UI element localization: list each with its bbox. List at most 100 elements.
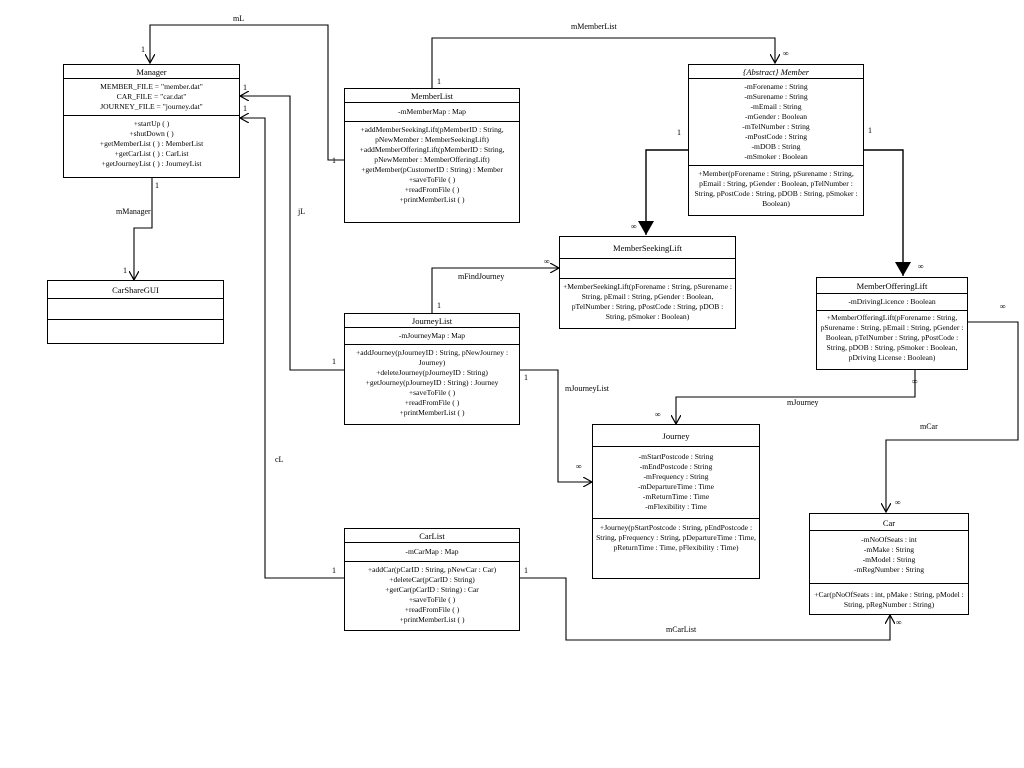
method: +Journey(pStartPostcode : String, pEndPo… — [596, 523, 756, 552]
class-carlist: CarList -mCarMap : Map +addCar(pCarID : … — [344, 528, 520, 631]
line-mcarlist — [520, 577, 890, 641]
class-name: JourneyList — [345, 314, 519, 328]
attribute: -mFrequency : String — [643, 472, 709, 481]
attribute: JOURNEY_FILE = "journey.dat" — [100, 102, 203, 111]
method: +addMemberOfferingLift(pMemberID : Strin… — [359, 145, 505, 164]
mult-many: ∞ — [576, 462, 582, 471]
method: +getCarList ( ) : CarList — [114, 149, 189, 158]
mult-many: ∞ — [1000, 302, 1006, 311]
mult-one: 1 — [141, 45, 145, 54]
class-attributes: -mJourneyMap : Map — [345, 328, 519, 345]
attribute: -mCarMap : Map — [405, 547, 459, 556]
attribute: -mReturnTime : Time — [642, 492, 710, 501]
class-journeylist: JourneyList -mJourneyMap : Map +addJourn… — [344, 313, 520, 425]
line-mjourney — [676, 370, 916, 424]
method: +shutDown ( ) — [129, 129, 174, 138]
attribute: -mGender : Boolean — [745, 112, 807, 121]
mult-one: 1 — [437, 77, 441, 86]
method: +printMemberList ( ) — [399, 195, 465, 204]
class-attributes — [560, 259, 735, 279]
method: +saveToFile ( ) — [408, 175, 456, 184]
class-methods: +addMemberSeekingLift(pMemberID : String… — [345, 122, 519, 208]
mult-one: 1 — [524, 566, 528, 575]
attribute: -mRegNumber : String — [853, 565, 925, 574]
class-attributes: -mMemberMap : Map — [345, 103, 519, 122]
class-carsharegui: CarShareGUI — [47, 280, 224, 344]
class-attributes — [48, 299, 223, 320]
attribute: MEMBER_FILE = "member.dat" — [100, 82, 203, 91]
method: +getMember(pCustomerID : String) : Membe… — [361, 165, 503, 174]
label-mcar: mCar — [920, 422, 938, 431]
mult-one: 1 — [524, 373, 528, 382]
line-jl — [240, 96, 344, 371]
mult-many: ∞ — [655, 410, 661, 419]
class-methods: +startUp ( ) +shutDown ( ) +getMemberLis… — [64, 116, 239, 172]
mult-one: 1 — [155, 181, 159, 190]
attribute: -mDepartureTime : Time — [637, 482, 715, 491]
mult-one: 1 — [243, 83, 247, 92]
method: +saveToFile ( ) — [408, 388, 456, 397]
method: +readFromFile ( ) — [404, 185, 460, 194]
class-name: CarList — [345, 529, 519, 543]
mult-one: 1 — [332, 156, 336, 165]
method: +getJourneyList ( ) : JourneyList — [101, 159, 202, 168]
class-attributes: -mStartPostcode : String -mEndPostcode :… — [593, 447, 759, 519]
line-mmemberlist — [431, 37, 775, 88]
attribute: -mMemberMap : Map — [398, 107, 466, 116]
attribute: -mSmoker : Boolean — [744, 152, 808, 161]
method: +Car(pNoOfSeats : int, pMake : String, p… — [814, 590, 964, 609]
mult-many: ∞ — [918, 262, 924, 271]
mult-many: ∞ — [895, 498, 901, 507]
class-name: Car — [810, 514, 968, 531]
label-mcarlist: mCarList — [666, 625, 697, 634]
class-name: Manager — [64, 65, 239, 79]
line-ml — [150, 24, 344, 161]
attribute: -mModel : String — [862, 555, 916, 564]
class-methods: +MemberOfferingLift(pForename : String, … — [817, 311, 967, 365]
attribute: -mStartPostcode : String — [638, 452, 714, 461]
line-mcar — [886, 321, 1019, 512]
mult-many: ∞ — [631, 222, 637, 231]
method: +getMemberList ( ) : MemberList — [99, 139, 204, 148]
mult-one: 1 — [332, 357, 336, 366]
attribute: -mTelNumber : String — [742, 122, 810, 131]
class-car: Car -mNoOfSeats : int -mMake : String -m… — [809, 513, 969, 615]
label-mjourney: mJourney — [787, 398, 819, 407]
method: +getJourney(pJourneyID : String) : Journ… — [365, 378, 499, 387]
attribute: -mEndPostcode : String — [639, 462, 713, 471]
method: +deleteJourney(pJourneyID : String) — [376, 368, 488, 377]
line-cl — [240, 118, 344, 579]
label-ml: mL — [233, 14, 245, 23]
line-inherit-offering — [863, 149, 911, 276]
class-attributes: -mForename : String -mSurename : String … — [689, 79, 863, 166]
attribute: -mEmail : String — [750, 102, 802, 111]
method: +MemberOfferingLift(pForename : String, … — [820, 313, 964, 362]
class-attributes: -mNoOfSeats : int -mMake : String -mMode… — [810, 531, 968, 584]
method: +Member(pForename : String, pSurename : … — [694, 169, 858, 208]
mult-many: ∞ — [783, 49, 789, 58]
attribute: -mMake : String — [863, 545, 915, 554]
line-mfindjourney — [431, 268, 559, 313]
class-memberseekinglift: MemberSeekingLift +MemberSeekingLift(pFo… — [559, 236, 736, 329]
label-mmanager: mManager — [116, 207, 151, 216]
method: +MemberSeekingLift(pForename : String, p… — [563, 282, 732, 321]
mult-one: 1 — [123, 266, 127, 275]
mult-many: ∞ — [544, 257, 550, 266]
attribute: -mJourneyMap : Map — [398, 331, 466, 340]
label-jl: jL — [298, 207, 306, 216]
method: +deleteCar(pCarID : String) — [389, 575, 475, 584]
attribute: -mPostCode : String — [744, 132, 808, 141]
method: +printMemberList ( ) — [399, 615, 465, 624]
attribute: -mForename : String — [744, 82, 808, 91]
method: +addCar(pCarID : String, pNewCar : Car) — [367, 565, 497, 574]
class-attributes: MEMBER_FILE = "member.dat" CAR_FILE = "c… — [64, 79, 239, 116]
line-inherit-seeking — [638, 149, 700, 235]
method: +readFromFile ( ) — [404, 605, 460, 614]
mult-many: ∞ — [896, 618, 902, 627]
line-mjourneylist — [520, 369, 592, 482]
class-name: MemberSeekingLift — [560, 237, 735, 259]
attribute: -mSurename : String — [744, 92, 808, 101]
class-member: {Abstract} Member -mForename : String -m… — [688, 64, 864, 216]
class-name: MemberList — [345, 89, 519, 103]
attribute: -mDrivingLicence : Boolean — [848, 297, 936, 306]
